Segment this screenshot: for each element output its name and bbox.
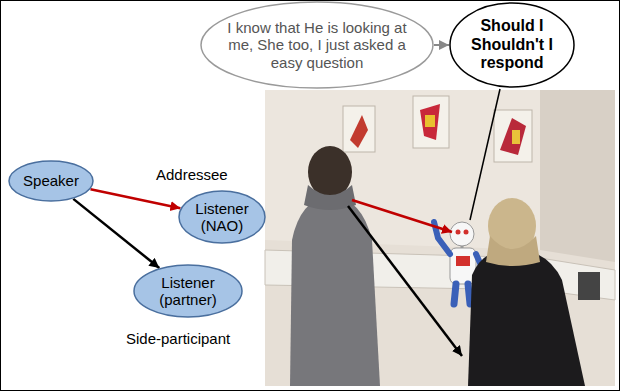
text-column: I know that He is looking at me, She too… — [224, 19, 411, 71]
text-area: Should I Shouldn't I respond — [449, 2, 575, 88]
node-text: Listener (NAO) — [188, 200, 257, 235]
role-label: Addressee — [156, 166, 228, 183]
thought-bubble: Should I Shouldn't I respond — [449, 2, 575, 88]
node-text: Listener (partner) — [145, 274, 231, 309]
text-column: Should I Shouldn't I respond — [463, 17, 561, 72]
text-area: Listener (partner) — [133, 264, 243, 318]
callout-tail — [470, 89, 500, 220]
text-column: Listener (NAO) — [188, 200, 257, 235]
role-label: Side-participant — [126, 330, 230, 347]
text-area: Listener (NAO) — [178, 190, 266, 244]
participant-circle: Listener (partner) — [133, 264, 243, 318]
text-area: I know that He is looking at me, She too… — [200, 1, 434, 89]
participant-circle: Listener (NAO) — [178, 190, 266, 244]
text-area: Speaker — [8, 160, 94, 202]
arrow-connector — [73, 199, 159, 268]
node-text: I know that He is looking at me, She too… — [224, 19, 411, 71]
arrow-connector — [434, 44, 449, 46]
node-text: Speaker — [17, 172, 86, 189]
text-column: Speaker — [17, 172, 86, 189]
thought-bubble: I know that He is looking at me, She too… — [200, 1, 434, 89]
arrow-connector — [91, 189, 181, 208]
node-text: Should I Shouldn't I respond — [463, 17, 561, 72]
text-column: Listener (partner) — [145, 274, 231, 309]
participant-circle: Speaker — [8, 160, 94, 202]
